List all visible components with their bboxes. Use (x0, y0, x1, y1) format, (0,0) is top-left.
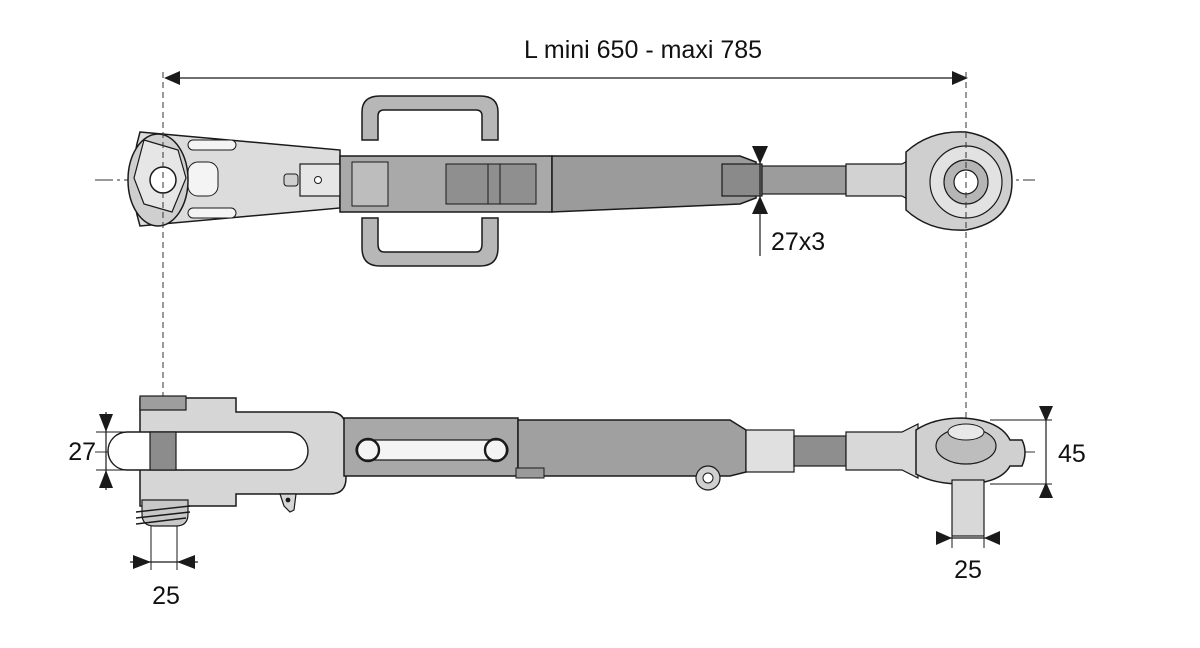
ball-pin-arrow-right (984, 531, 1000, 545)
fork-pin-arrow-right (177, 555, 195, 569)
tube-center-block (445, 163, 537, 205)
pin-hole (314, 176, 322, 184)
length-arrow-right (952, 71, 968, 85)
ball-pin-label: 25 (954, 556, 982, 584)
fork-pin-side (149, 431, 177, 471)
thread-arrow-top (752, 146, 768, 164)
fork-pin-label: 25 (152, 582, 180, 610)
threaded-rod-top (761, 165, 847, 195)
length-arrow-left (164, 71, 180, 85)
tube-band (351, 161, 389, 207)
fork-width-label: 27 (68, 438, 96, 466)
ball-side-highlight (947, 423, 985, 441)
fork-slot-side (107, 431, 309, 471)
side-view: 45 27 25 25 (68, 395, 1086, 610)
rod-shank-side (845, 423, 919, 479)
fork-bore-top (149, 166, 177, 194)
fork-width-arrow-bottom (99, 470, 113, 488)
thread-nut-side (745, 429, 795, 473)
fork-cap-side (139, 395, 187, 411)
handle-lower (361, 217, 499, 267)
ball-pin-arrow-left (936, 531, 952, 545)
fork-spring (135, 505, 191, 525)
tube-slot-end-right (483, 437, 509, 463)
fork-slot-inner (187, 161, 219, 197)
ball-pin-side (951, 479, 985, 537)
thread-label: 27x3 (771, 228, 825, 256)
overall-length-label: L mini 650 - maxi 785 (524, 36, 762, 64)
sleeve-top (551, 155, 757, 213)
handle-upper (361, 95, 499, 141)
ball-width-arrow-bottom (1039, 482, 1053, 498)
sleeve-lip (515, 467, 545, 479)
fork-slot-lower (187, 207, 237, 219)
fork-tab (279, 493, 297, 513)
overall-length-dimension: L mini 650 - maxi 785 27x3 (162, 36, 968, 468)
fork-slot-upper (187, 139, 237, 151)
fork-tab-hole (285, 497, 291, 503)
threaded-rod-side (793, 435, 847, 467)
fork-width-arrow-top (99, 414, 113, 432)
ball-width-arrow-top (1039, 406, 1053, 422)
top-view (95, 95, 1035, 267)
sleeve-grease-core (702, 472, 714, 484)
thread-arrow-bottom (752, 196, 768, 214)
small-pin-top (283, 173, 299, 187)
fork-pin-arrow-left (133, 555, 151, 569)
thread-nut-top (721, 163, 763, 197)
tube-slot-end-left (355, 437, 381, 463)
ball-width-label: 45 (1058, 440, 1086, 468)
